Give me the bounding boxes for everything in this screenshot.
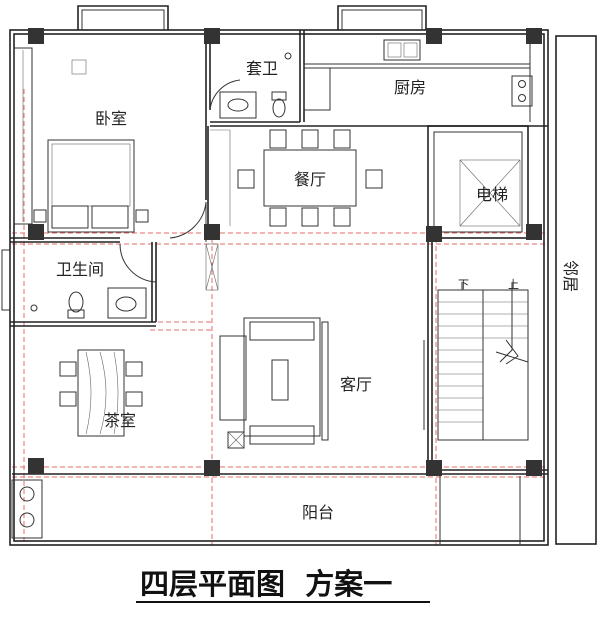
stair-label-down: 下: [458, 278, 469, 291]
room-label-elevator: 电梯: [476, 185, 508, 204]
dining-furniture: [210, 129, 383, 227]
walls: [9, 5, 597, 546]
room-label-neighbor: 邻居: [561, 260, 580, 292]
elevator-symbol: [459, 159, 521, 227]
room-label-balcony: 阳台: [302, 503, 334, 522]
plan-title-block: 四层平面图 方案一: [136, 567, 430, 603]
stair-label-up: 上: [508, 278, 519, 291]
tea-room-furniture: [11, 349, 143, 539]
room-label-bedroom: 卧室: [95, 109, 127, 128]
bedroom-furniture: [13, 47, 207, 242]
plan-title: 四层平面图 方案一: [140, 567, 392, 601]
room-label-bathroom: 卫生间: [56, 260, 104, 279]
balcony-rail: [439, 476, 521, 544]
stairs: [437, 282, 529, 441]
room-label-suite-bath: 套卫: [246, 59, 278, 78]
living-furniture: [205, 243, 425, 449]
room-label-dining: 餐厅: [294, 170, 326, 189]
kitchen-fixtures: [303, 39, 533, 122]
bathroom-fixtures: [1, 243, 157, 319]
room-labels: 卧室 套卫 厨房 餐厅 电梯 卫生间 茶室 客厅 阳台 邻居 下 上: [56, 59, 580, 522]
room-label-living: 客厅: [340, 375, 372, 394]
room-label-kitchen: 厨房: [394, 78, 426, 97]
suite-bath-fixtures: [209, 52, 292, 119]
axis-lines: [12, 89, 545, 545]
room-label-tea-room: 茶室: [104, 411, 136, 430]
